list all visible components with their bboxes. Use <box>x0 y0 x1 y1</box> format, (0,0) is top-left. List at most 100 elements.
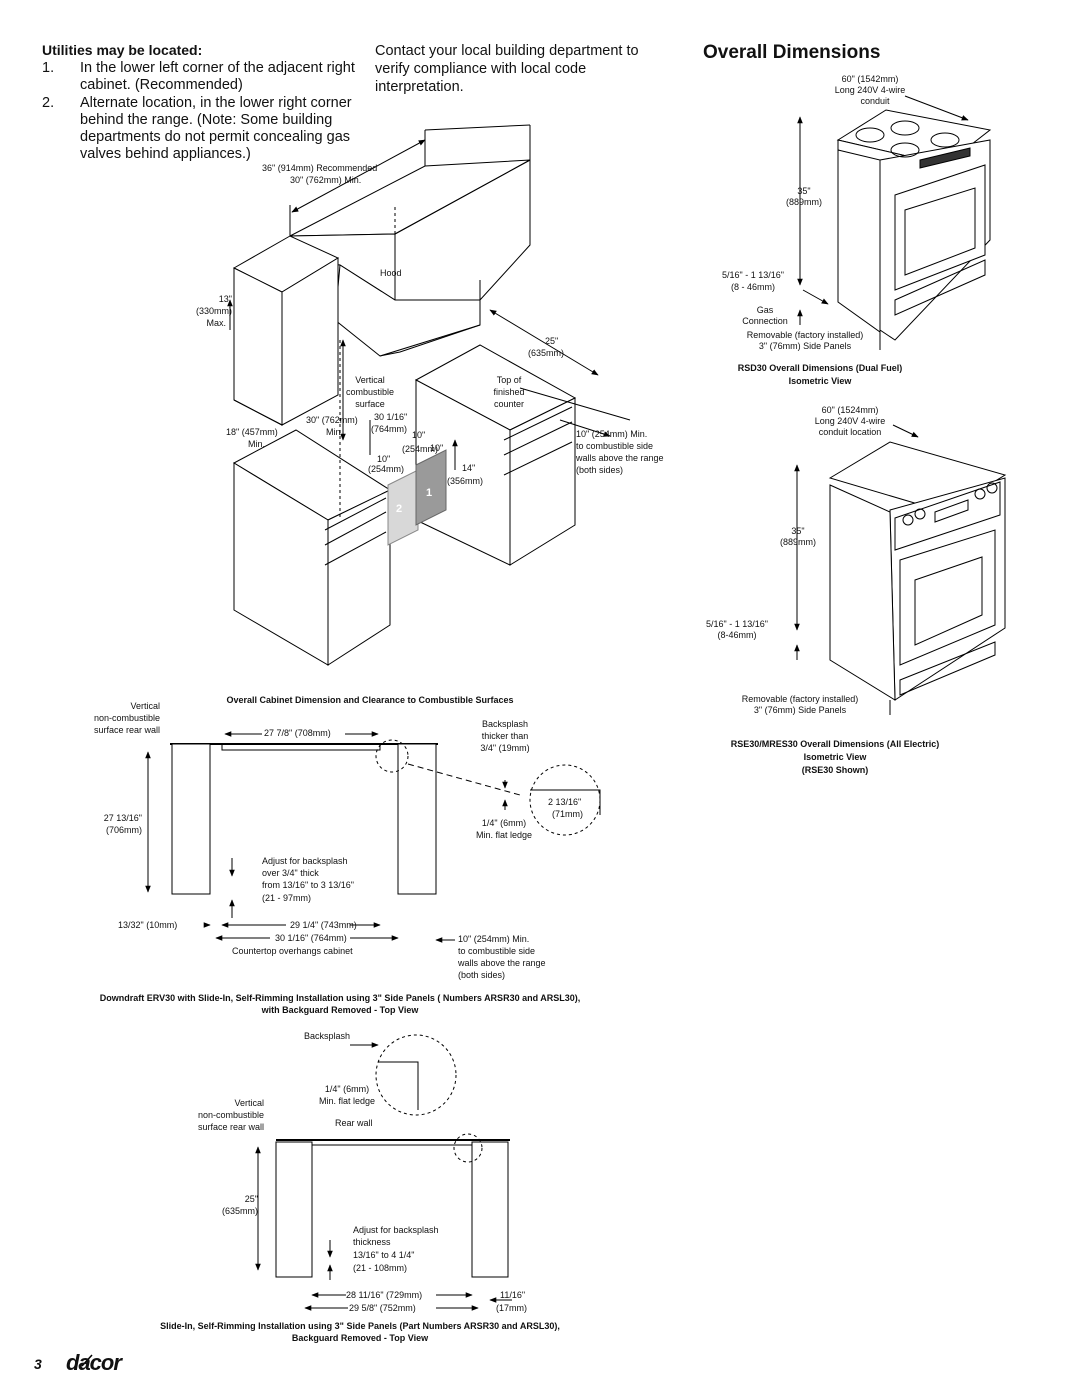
right-base-cabinet-drawing <box>414 344 577 566</box>
side-clear-1: 10" (254mm) Min. <box>576 429 648 439</box>
downdraft-top-view-drawing <box>145 731 601 943</box>
dd-30116: 30 1/16" (764mm) <box>275 933 347 943</box>
dd-vertical-2: non-combustible <box>93 713 160 723</box>
si-vertical-1: Vertical <box>234 1098 264 1108</box>
dd-adjust-2: over 3/4" thick <box>262 868 319 878</box>
si-25-1: 25" <box>244 1194 258 1204</box>
rsd-leg-2: (8 - 46mm) <box>730 282 775 292</box>
dd-overhang: Countertop overhangs cabinet <box>232 946 353 956</box>
vertical-label-1: Vertical <box>355 375 385 385</box>
contact-note: Contact your local building department t… <box>375 43 639 95</box>
rse-conduit-3: conduit location <box>818 427 882 437</box>
hood-label: Hood <box>380 268 402 278</box>
si-vertical-2: non-combustible <box>197 1110 264 1120</box>
dd-caption-2: with Backguard Removed - Top View <box>261 1005 419 1015</box>
topof-label-3: counter <box>493 399 525 409</box>
si-adjust-2: thickness <box>353 1237 391 1247</box>
rsd-conduit-1: 60" (1542mm) <box>841 74 899 84</box>
page-number: 3 <box>34 1356 42 1372</box>
overall-dimensions-title: Overall Dimensions <box>703 42 881 63</box>
utilities-heading: Utilities may be located: <box>42 42 203 58</box>
left-base-cabinet-drawing <box>232 429 392 666</box>
rsd-caption-1: RSD30 Overall Dimensions (Dual Fuel) <box>737 363 903 373</box>
side-clear-4: (both sides) <box>576 465 624 475</box>
dim-min30: 30" (762mm) Min. <box>290 175 362 185</box>
rsd30-range-drawing <box>797 95 992 350</box>
dim-14-line1: 14" <box>462 463 476 473</box>
si-25-2: (635mm) <box>221 1206 258 1216</box>
dd-213-1: 2 13/16" <box>548 797 582 807</box>
rse-panels-1: Removable (factory installed) <box>741 694 859 704</box>
rsd-conduit-2: Long 240V 4-wire <box>834 85 906 95</box>
topof-label-1: Top of <box>496 375 522 385</box>
dd-width-2778: 27 7/8" (708mm) <box>264 728 331 738</box>
dd-adjust-3: from 13/16" to 3 13/16" <box>262 880 354 890</box>
dd-vertical-3: surface rear wall <box>93 725 160 735</box>
rse-caption-2: Isometric View <box>803 752 867 762</box>
side-clear-3: walls above the range <box>576 453 664 463</box>
dd-backsplash-2: thicker than <box>481 731 529 741</box>
rsd-height-2: (889mm) <box>785 197 822 207</box>
vertical-label-3: surface <box>355 399 385 409</box>
dim-3016-line1: 30 1/16" <box>374 412 408 422</box>
dd-ledge-1: 1/4" (6mm) <box>481 818 527 828</box>
dd-backsplash-1: Backsplash <box>481 719 529 729</box>
si-1116-2: (17mm) <box>496 1303 527 1313</box>
topof-label-2: finished <box>493 387 525 397</box>
rse-leg-2: (8-46mm) <box>717 630 757 640</box>
rse-conduit-2: Long 240V 4-wire <box>814 416 886 426</box>
list-item: 1. In the lower left corner of the adjace… <box>42 60 360 94</box>
list-number: 1. <box>42 60 55 76</box>
dim-13-line2: (330mm) <box>195 306 232 316</box>
dd-2914: 29 1/4" (743mm) <box>290 920 357 930</box>
side-clear-2: to combustible side <box>576 441 654 451</box>
vertical-label-2: combustible <box>345 387 395 397</box>
rsd-leg-1: 5/16" - 1 13/16" <box>722 270 784 280</box>
dim-10b-line1: 10" <box>430 443 444 453</box>
rse-panels-2: 3" (76mm) Side Panels <box>753 705 847 715</box>
utility-box-2-label: 2 <box>396 503 403 515</box>
list-number: 2. <box>42 95 55 111</box>
si-adjust-4: (21 - 108mm) <box>353 1263 408 1273</box>
list-item: 2. Alternate location, in the lower right… <box>42 95 360 163</box>
dim-10c: (254mm) <box>368 464 405 474</box>
dim-14-line2: (356mm) <box>447 476 484 486</box>
si-2811: 28 11/16" (729mm) <box>346 1290 423 1300</box>
rse-height-1: 35" <box>791 526 805 536</box>
dim-recommended: 36" (914mm) Recommended <box>262 163 378 173</box>
rsd-gas-2: Connection <box>742 316 788 326</box>
rse-height-2: (889mm) <box>779 537 816 547</box>
si-2958: 29 5/8" (752mm) <box>349 1303 416 1313</box>
dd-213-2: (71mm) <box>552 809 583 819</box>
rse30-range-drawing <box>794 424 1007 715</box>
dim-10b-line2: (254mm) <box>402 444 439 454</box>
wall-cabinet-drawing <box>232 235 340 426</box>
dim-13-line3: Max. <box>206 318 226 328</box>
rsd-height-1: 35" <box>797 186 811 196</box>
rsd-panels-2: 3" (76mm) Side Panels <box>758 341 852 351</box>
dim-25-line2: (635mm) <box>528 348 565 358</box>
dd-1332: 13/32" (10mm) <box>118 920 178 930</box>
dacor-logo: dacor <box>66 1350 122 1375</box>
slidein-top-view-drawing <box>255 1034 512 1311</box>
rse-conduit-1: 60" (1524mm) <box>821 405 879 415</box>
dd-caption-1: Downdraft ERV30 with Slide-In, Self-Rimm… <box>99 993 581 1003</box>
rse-caption-3: (RSE30 Shown) <box>801 765 869 775</box>
rse-leg-1: 5/16" - 1 13/16" <box>706 619 768 629</box>
dim-30-line1: 30" (762mm) <box>306 415 358 425</box>
si-ledge-2: Min. flat ledge <box>318 1096 376 1106</box>
rse-caption-1: RSE30/MRES30 Overall Dimensions (All Ele… <box>730 739 940 749</box>
dim-13-line1: 13" <box>218 294 232 304</box>
list-text: In the lower left corner of the adjacent… <box>80 60 355 93</box>
dim-10c-line1: 10" <box>377 454 391 464</box>
si-ledge-1: 1/4" (6mm) <box>324 1084 370 1094</box>
rsd-caption-2: Isometric View <box>788 376 852 386</box>
rsd-gas-1: Gas <box>756 305 774 315</box>
si-adjust-1: Adjust for backsplash <box>353 1225 439 1235</box>
dd-side-1: 10" (254mm) Min. <box>458 934 530 944</box>
dd-ledge-2: Min. flat ledge <box>475 830 533 840</box>
dd-2713-2: (706mm) <box>105 825 142 835</box>
rsd-panels-1: Removable (factory installed) <box>746 330 864 340</box>
si-rearwall: Rear wall <box>335 1118 373 1128</box>
list-text: Alternate location, in the lower right c… <box>80 95 352 162</box>
